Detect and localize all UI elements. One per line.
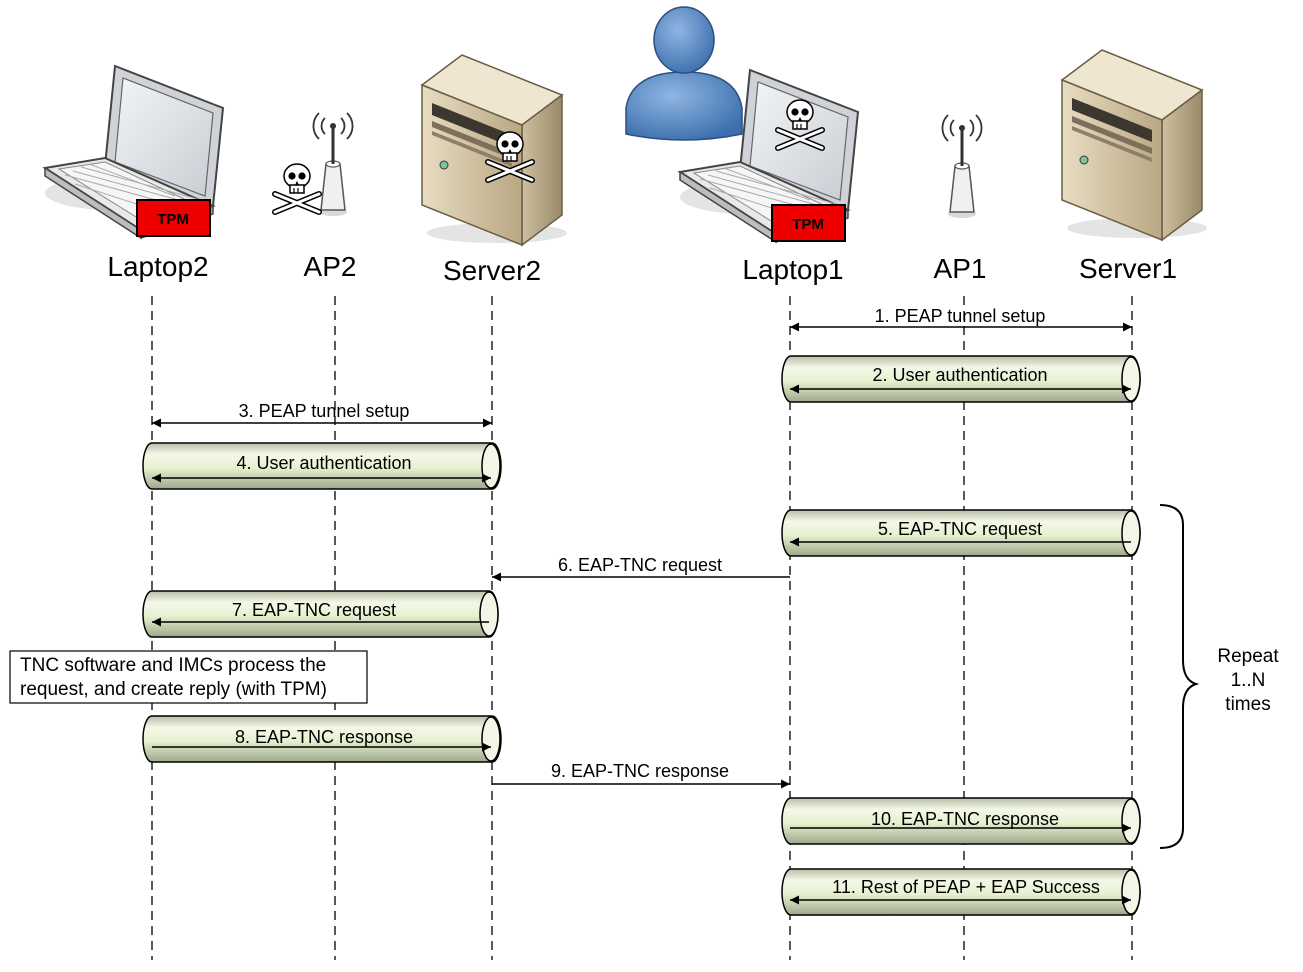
- tpm-chip-laptop1: TPM: [771, 204, 846, 242]
- actor-label-laptop1: Laptop1: [742, 254, 843, 285]
- actor-label-ap2: AP2: [304, 251, 357, 282]
- message-3-label: 3. PEAP tunnel setup: [239, 401, 410, 421]
- message-9: 9. EAP-TNC response: [492, 761, 790, 789]
- message-5-label: 5. EAP-TNC request: [878, 519, 1042, 539]
- message-2: 2. User authentication: [781, 355, 1141, 403]
- message-7: 7. EAP-TNC request: [142, 590, 499, 638]
- message-1-label: 1. PEAP tunnel setup: [875, 306, 1046, 326]
- processing-note-line2: request, and create reply (with TPM): [20, 679, 327, 700]
- ap1-icon: [940, 113, 984, 220]
- tpm-label-laptop1: TPM: [792, 216, 824, 233]
- message-8: 8. EAP-TNC response: [142, 715, 502, 763]
- tpm-chip-laptop2: TPM: [136, 199, 211, 237]
- message-10: 10. EAP-TNC response: [781, 797, 1141, 845]
- repeat-line1: Repeat: [1217, 646, 1279, 667]
- actor-label-server1: Server1: [1079, 253, 1177, 284]
- processing-note-line1: TNC software and IMCs process the: [20, 655, 326, 676]
- processing-note: TNC software and IMCs process the reques…: [9, 650, 368, 704]
- message-4-label: 4. User authentication: [236, 453, 411, 473]
- repeat-line3: times: [1225, 694, 1270, 715]
- repeat-line2: 1..N: [1231, 670, 1266, 691]
- tpm-label-laptop2: TPM: [157, 211, 189, 228]
- server2-icon: [421, 54, 568, 246]
- message-3: 3. PEAP tunnel setup: [152, 401, 492, 428]
- repeat-brace: Repeat 1..N times: [1159, 504, 1279, 849]
- message-7-label: 7. EAP-TNC request: [232, 600, 396, 620]
- message-8-label: 8. EAP-TNC response: [235, 727, 413, 747]
- message-6-label: 6. EAP-TNC request: [558, 555, 722, 575]
- user-icon: [625, 6, 743, 141]
- message-11: 11. Rest of PEAP + EAP Success: [781, 868, 1141, 916]
- message-11-label: 11. Rest of PEAP + EAP Success: [832, 877, 1100, 897]
- message-10-label: 10. EAP-TNC response: [871, 809, 1059, 829]
- skull-ap2-icon: [275, 164, 319, 212]
- message-6: 6. EAP-TNC request: [492, 555, 790, 582]
- actor-label-server2: Server2: [443, 255, 541, 286]
- server1-icon: [1061, 49, 1208, 241]
- actor-label-ap1: AP1: [934, 253, 987, 284]
- message-4: 4. User authentication: [142, 442, 502, 490]
- actor-label-laptop2: Laptop2: [107, 251, 208, 282]
- message-9-label: 9. EAP-TNC response: [551, 761, 729, 781]
- message-5: 5. EAP-TNC request: [781, 509, 1141, 557]
- message-1: 1. PEAP tunnel setup: [790, 306, 1132, 332]
- message-2-label: 2. User authentication: [872, 365, 1047, 385]
- ap2-icon: [311, 111, 355, 218]
